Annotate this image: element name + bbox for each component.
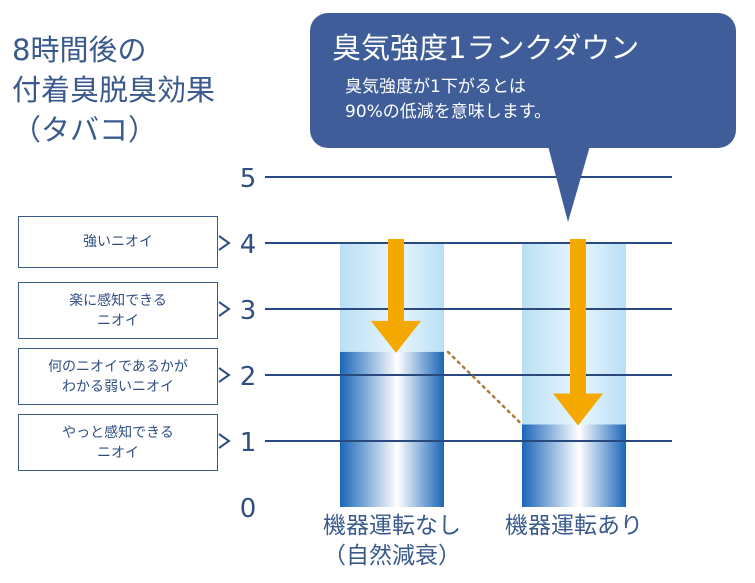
chevron-right-icon	[218, 433, 231, 449]
scale-label-line: 楽に感知できる	[69, 292, 167, 309]
y-tick-label: 3	[240, 296, 257, 326]
y-tick-label: 5	[240, 164, 257, 194]
chart-title: 8時間後の 付着臭脱臭効果 （タバコ）	[12, 30, 215, 150]
x-category-label: 機器運転あり	[484, 511, 664, 541]
title-line: 付着臭脱臭効果	[12, 73, 216, 107]
y-tick-label: 0	[240, 494, 257, 524]
callout-headline: 臭気強度1ランクダウン	[332, 31, 640, 65]
x-category-label: 機器運転なし （自然減衰）	[302, 511, 482, 571]
scale-label-line: ニオイ	[97, 312, 139, 329]
chevron-right-icon	[218, 301, 231, 317]
callout-body-line: 90%の低減を意味します。	[345, 102, 552, 122]
scale-label-line: わかる弱いニオイ	[62, 378, 174, 395]
x-category-label-line: 機器運転あり	[505, 513, 643, 539]
scale-label-box: 強いニオイ	[18, 216, 218, 268]
title-line: 8時間後の	[12, 33, 147, 67]
chevron-right-icon	[218, 235, 231, 251]
trend-connector	[446, 350, 524, 426]
x-category-label-line: 機器運転なし	[323, 513, 461, 539]
y-tick-label: 1	[240, 428, 257, 458]
bar	[340, 351, 444, 507]
chevron-right-icon	[218, 367, 231, 383]
down-arrow-icon	[371, 239, 421, 353]
scale-label-line: やっと感知できる	[62, 424, 174, 441]
scale-label-line: ニオイ	[97, 444, 139, 461]
scale-label-box: 楽に感知できるニオイ	[18, 282, 218, 339]
title-line: （タバコ）	[12, 113, 158, 147]
scale-label-box: やっと感知できるニオイ	[18, 414, 218, 471]
x-category-label-line: （自然減衰）	[323, 543, 461, 569]
down-arrow-icon	[553, 239, 603, 426]
bar	[522, 424, 626, 507]
callout-box: 臭気強度1ランクダウン 臭気強度が1下がるとは 90%の低減を意味します。	[310, 13, 736, 148]
scale-label-line: 強いニオイ	[83, 234, 153, 250]
scale-label-box: 何のニオイであるかがわかる弱いニオイ	[18, 348, 218, 405]
y-tick-label: 4	[240, 230, 257, 260]
scale-label-line: 何のニオイであるかが	[48, 358, 188, 375]
callout-pointer	[548, 146, 590, 222]
y-tick-label: 2	[240, 362, 257, 392]
callout-body: 臭気強度が1下がるとは 90%の低減を意味します。	[345, 75, 551, 125]
callout-body-line: 臭気強度が1下がるとは	[345, 77, 526, 97]
